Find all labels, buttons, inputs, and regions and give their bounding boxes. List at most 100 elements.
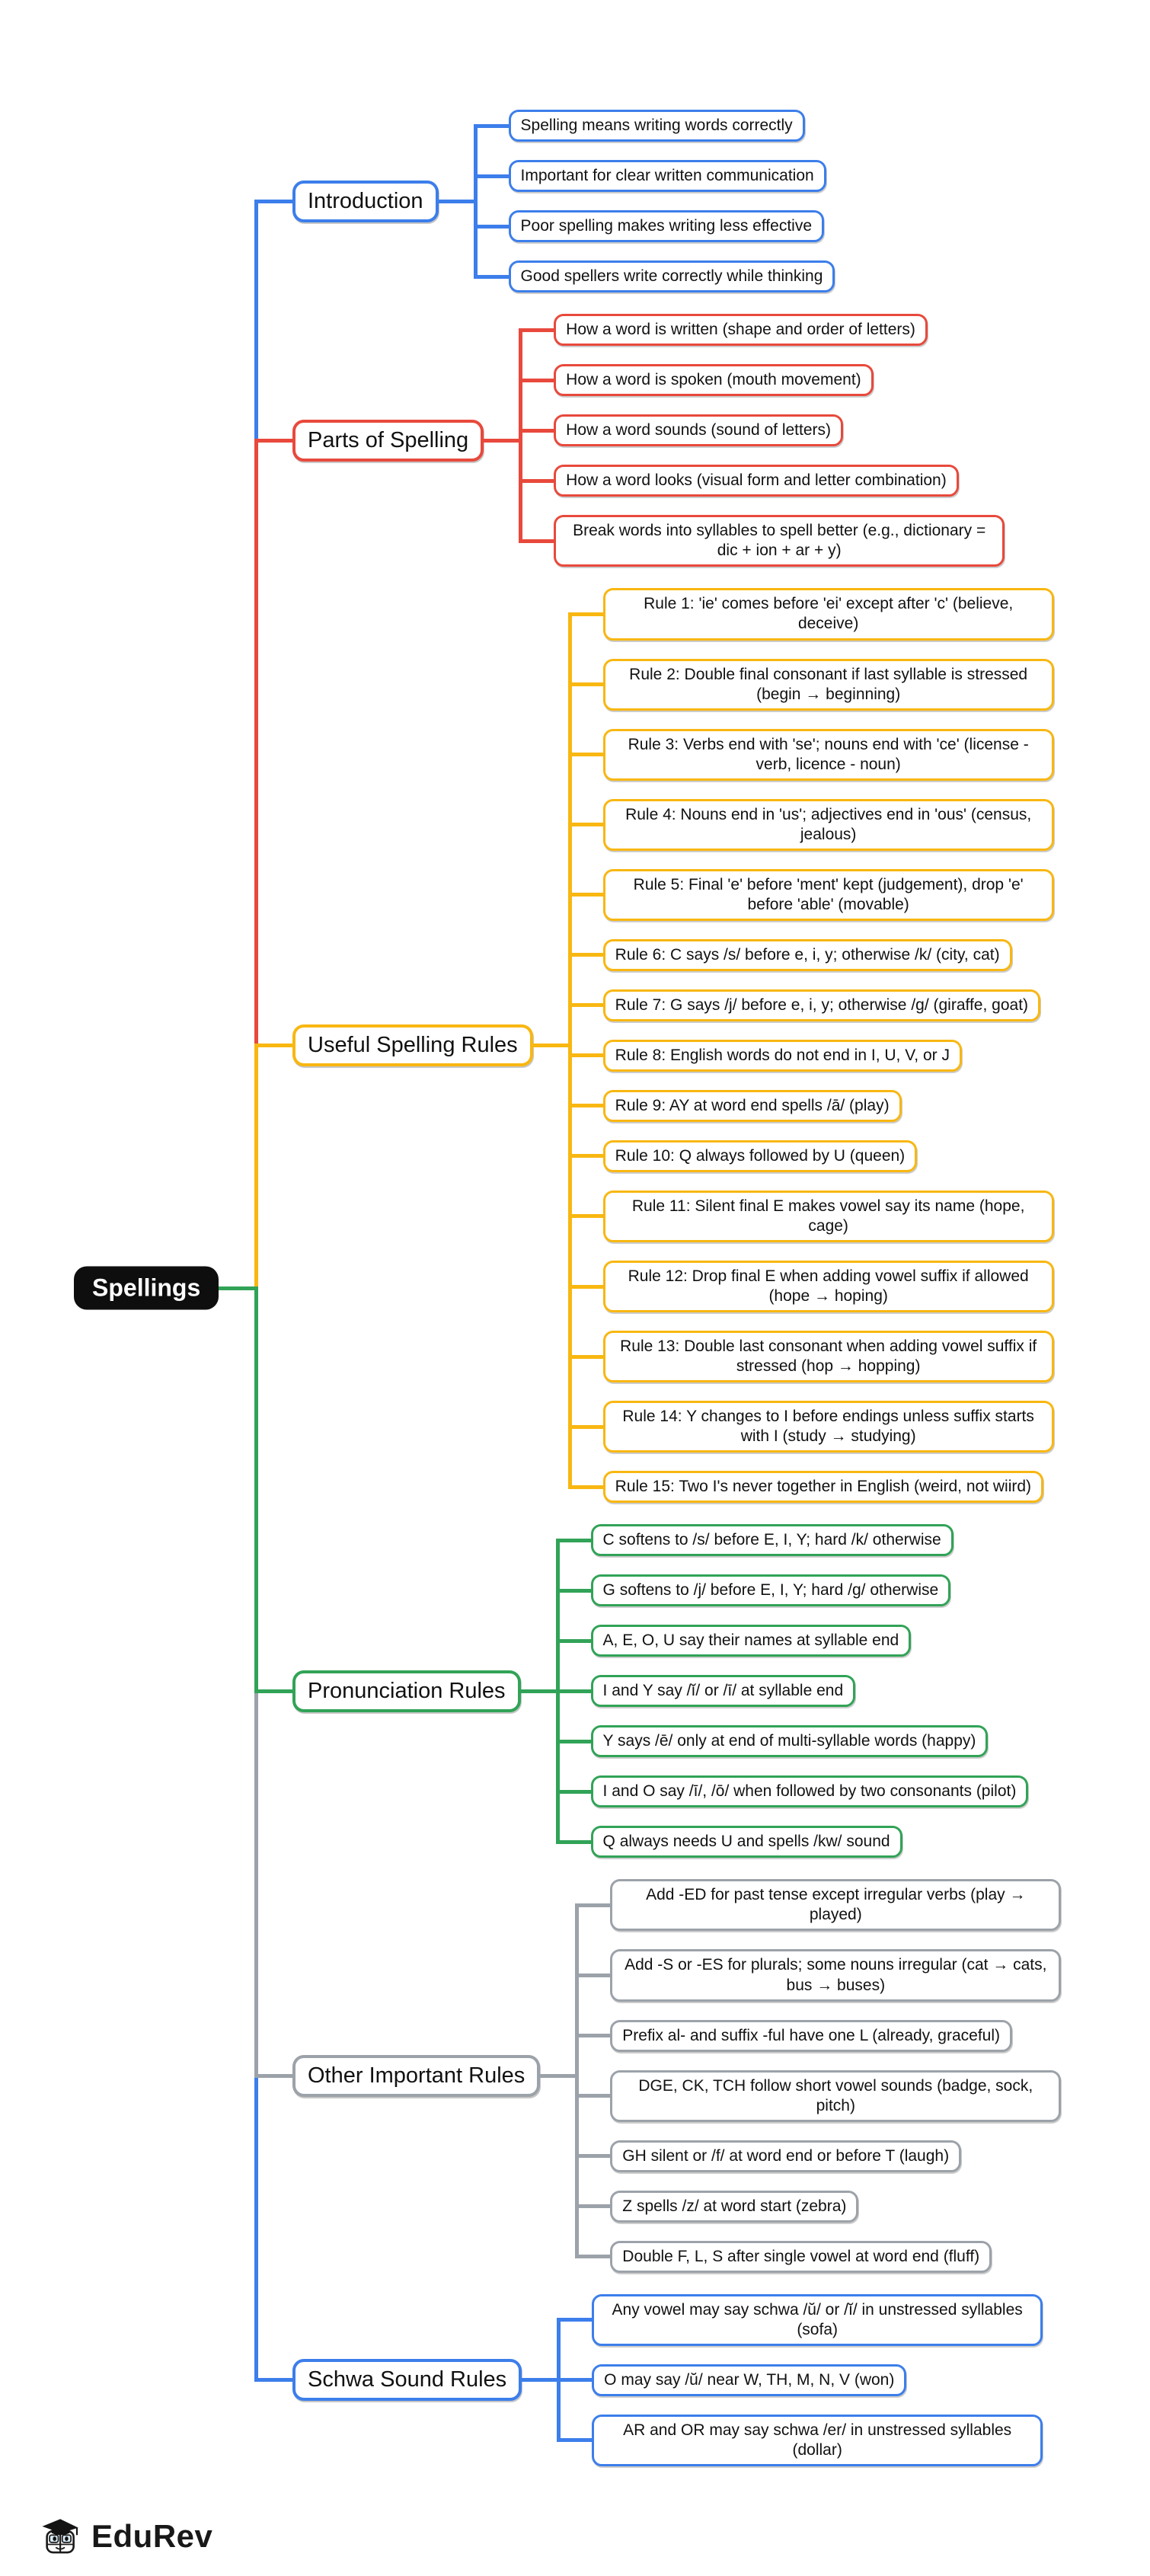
branch-elbow-connector <box>540 2074 576 2079</box>
leaf-node: Rule 10: Q always followed by U (queen) <box>602 1139 918 1172</box>
leaf-node: G softens to /j/ before E, I, Y; hard /g… <box>590 1574 951 1607</box>
leaf-node: A, E, O, U say their names at syllable e… <box>590 1625 912 1657</box>
branch-elbow-connector <box>520 1689 556 1693</box>
leaf-row: Rule 1: 'ie' comes before 'ei' except af… <box>567 588 1054 650</box>
leaf-row: Rule 2: Double final consonant if last s… <box>567 648 1054 721</box>
branch-schwa-sound-rules: Schwa Sound Rules Any vowel may say schwa… <box>254 2293 1061 2466</box>
leaf-row: Rule 7: G says /j/ before e, i, y; other… <box>567 979 1054 1031</box>
trunk-segment <box>254 199 258 443</box>
leaf-row: How a word sounds (sound of letters) <box>519 404 1005 457</box>
leaf-row: Add -ED for past tense except irregular … <box>575 1879 1062 1942</box>
leaf-row: Spelling means writing words correctly <box>473 110 835 152</box>
trunk-segment <box>254 1286 258 1693</box>
trunk-segment <box>254 1689 258 2079</box>
edurev-mascot-icon <box>40 2515 82 2558</box>
leaf-row: Good spellers write correctly while thin… <box>473 251 835 293</box>
leaf-node: GH silent or /f/ at word end or before T… <box>610 2140 962 2172</box>
leaf-row: Rule 5: Final 'e' before 'ment' kept (ju… <box>567 858 1054 931</box>
branches: Introduction Spelling means writing words… <box>254 110 1062 2466</box>
leaf-row: Poor spelling makes writing less effecti… <box>473 200 835 253</box>
branch-elbow-connector <box>484 438 519 443</box>
leaf-node: Prefix al- and suffix -ful have one L (a… <box>610 2019 1012 2052</box>
leaf-node: Y says /ē/ only at end of multi-syllable… <box>590 1725 989 1758</box>
leaf-node: How a word is written (shape and order o… <box>554 314 928 347</box>
leaf-node: Rule 9: AY at word end spells /ā/ (play) <box>602 1089 902 1122</box>
leaf-node: Rule 6: C says /s/ before e, i, y; other… <box>602 938 1012 971</box>
leaf-node: Rule 7: G says /j/ before e, i, y; other… <box>602 989 1041 1021</box>
branch-label-pronunciation-rules: Pronunciation Rules <box>292 1670 521 1712</box>
branch-label-parts-of-spelling: Parts of Spelling <box>292 419 484 462</box>
leaf-node: I and Y say /ĭ/ or /ī/ at syllable end <box>590 1675 856 1708</box>
leaf-node: Rule 5: Final 'e' before 'ment' kept (ju… <box>602 868 1054 921</box>
leaf-node: Spelling means writing words correctly <box>508 110 805 142</box>
leaf-node: Any vowel may say schwa /ŭ/ or /ĭ/ in un… <box>592 2293 1043 2346</box>
leaf-row: Rule 15: Two I's never together in Engli… <box>567 1461 1054 1504</box>
leaf-row: Rule 9: AY at word end spells /ā/ (play) <box>567 1079 1054 1132</box>
leaf-node: AR and OR may say schwa /er/ in unstress… <box>592 2414 1043 2466</box>
branch-elbow-connector <box>438 199 474 203</box>
leaf-node: How a word looks (visual form and letter… <box>554 465 959 497</box>
leaf-row: G softens to /j/ before E, I, Y; hard /g… <box>555 1564 1029 1617</box>
leaf-node: Rule 1: 'ie' comes before 'ei' except af… <box>602 588 1054 641</box>
leaf-node: Rule 3: Verbs end with 'se'; nouns end w… <box>602 728 1054 781</box>
leaf-row: Rule 10: Q always followed by U (queen) <box>567 1130 1054 1182</box>
branch-elbow-connector <box>522 2378 557 2383</box>
leaf-node: Q always needs U and spells /kw/ sound <box>590 1826 902 1858</box>
leaf-node: C softens to /s/ before E, I, Y; hard /k… <box>590 1524 954 1557</box>
leaf-node: Rule 2: Double final consonant if last s… <box>602 658 1054 711</box>
trunk-segment <box>254 1044 258 1290</box>
leaf-row: Break words into syllables to spell bett… <box>519 505 1005 567</box>
leaf-row: Add -S or -ES for plurals; some nouns ir… <box>575 1939 1062 2012</box>
leaf-row: Y says /ē/ only at end of multi-syllable… <box>555 1715 1029 1768</box>
leaf-row: Double F, L, S after single vowel at wor… <box>575 2230 1061 2273</box>
leaf-node: Z spells /z/ at word start (zebra) <box>610 2190 859 2223</box>
root-node: Spellings <box>74 1266 219 1310</box>
brand-text: EduRev <box>91 2518 213 2554</box>
root-connector <box>217 1286 258 1290</box>
leaf-row: How a word is spoken (mouth movement) <box>519 354 1005 407</box>
leaf-row: Z spells /z/ at word start (zebra) <box>575 2180 1061 2232</box>
branch-label-introduction: Introduction <box>292 180 439 222</box>
leaf-row: How a word looks (visual form and letter… <box>519 455 1005 507</box>
branch-elbow-connector <box>532 1044 568 1048</box>
branch-parts-of-spelling: Parts of Spelling How a word is written (… <box>254 314 1061 567</box>
leaf-node: Rule 4: Nouns end in 'us'; adjectives en… <box>602 798 1054 851</box>
leaf-row: C softens to /s/ before E, I, Y; hard /k… <box>555 1524 1029 1567</box>
branch-pronunciation-rules: Pronunciation Rules C softens to /s/ befo… <box>254 1524 1061 1858</box>
leaf-row: Prefix al- and suffix -ful have one L (a… <box>575 2009 1061 2062</box>
leaf-row: Rule 14: Y changes to I before endings u… <box>567 1391 1054 1463</box>
leaf-node: I and O say /ī/, /ō/ when followed by tw… <box>590 1775 1029 1808</box>
leaf-row: DGE, CK, TCH follow short vowel sounds (… <box>575 2060 1062 2132</box>
leaf-row: AR and OR may say schwa /er/ in unstress… <box>557 2404 1043 2466</box>
leaf-node: Poor spelling makes writing less effecti… <box>508 210 824 243</box>
leaf-node: How a word is spoken (mouth movement) <box>554 364 874 397</box>
branch-children: Rule 1: 'ie' comes before 'ei' except af… <box>567 588 1054 1504</box>
leaf-row: How a word is written (shape and order o… <box>519 314 1005 356</box>
leaf-node: Rule 13: Double last consonant when addi… <box>602 1331 1054 1383</box>
branch-introduction: Introduction Spelling means writing words… <box>254 110 1061 293</box>
leaf-node: O may say /ŭ/ near W, TH, M, N, V (won) <box>592 2363 907 2396</box>
leaf-row: O may say /ŭ/ near W, TH, M, N, V (won) <box>557 2354 1043 2406</box>
trunk-segment <box>254 438 258 1048</box>
leaf-node: Add -S or -ES for plurals; some nouns ir… <box>610 1949 1062 2002</box>
leaf-row: Q always needs U and spells /kw/ sound <box>555 1816 1029 1858</box>
leaf-row: Rule 13: Double last consonant when addi… <box>567 1321 1054 1393</box>
leaf-node: How a word sounds (sound of letters) <box>554 414 844 447</box>
leaf-node: Rule 12: Drop final E when adding vowel … <box>602 1260 1054 1313</box>
leaf-row: I and Y say /ĭ/ or /ī/ at syllable end <box>555 1665 1029 1718</box>
leaf-node: Rule 11: Silent final E makes vowel say … <box>602 1190 1054 1242</box>
leaf-row: A, E, O, U say their names at syllable e… <box>555 1615 1029 1667</box>
branch-label-schwa-sound-rules: Schwa Sound Rules <box>292 2359 522 2402</box>
leaf-node: Break words into syllables to spell bett… <box>554 515 1005 567</box>
branch-children: Any vowel may say schwa /ŭ/ or /ĭ/ in un… <box>557 2293 1043 2466</box>
leaf-node: Double F, L, S after single vowel at wor… <box>610 2240 992 2273</box>
leaf-row: Rule 4: Nouns end in 'us'; adjectives en… <box>567 788 1054 861</box>
branch-other-important-rules: Other Important Rules Add -ED for past te… <box>254 1879 1062 2273</box>
branch-label-other-important-rules: Other Important Rules <box>292 2055 541 2098</box>
leaf-node: Rule 8: English words do not end in I, U… <box>602 1039 962 1072</box>
branch-children: How a word is written (shape and order o… <box>519 314 1005 567</box>
leaf-row: Rule 8: English words do not end in I, U… <box>567 1029 1054 1082</box>
branch-children: Add -ED for past tense except irregular … <box>575 1879 1062 2273</box>
